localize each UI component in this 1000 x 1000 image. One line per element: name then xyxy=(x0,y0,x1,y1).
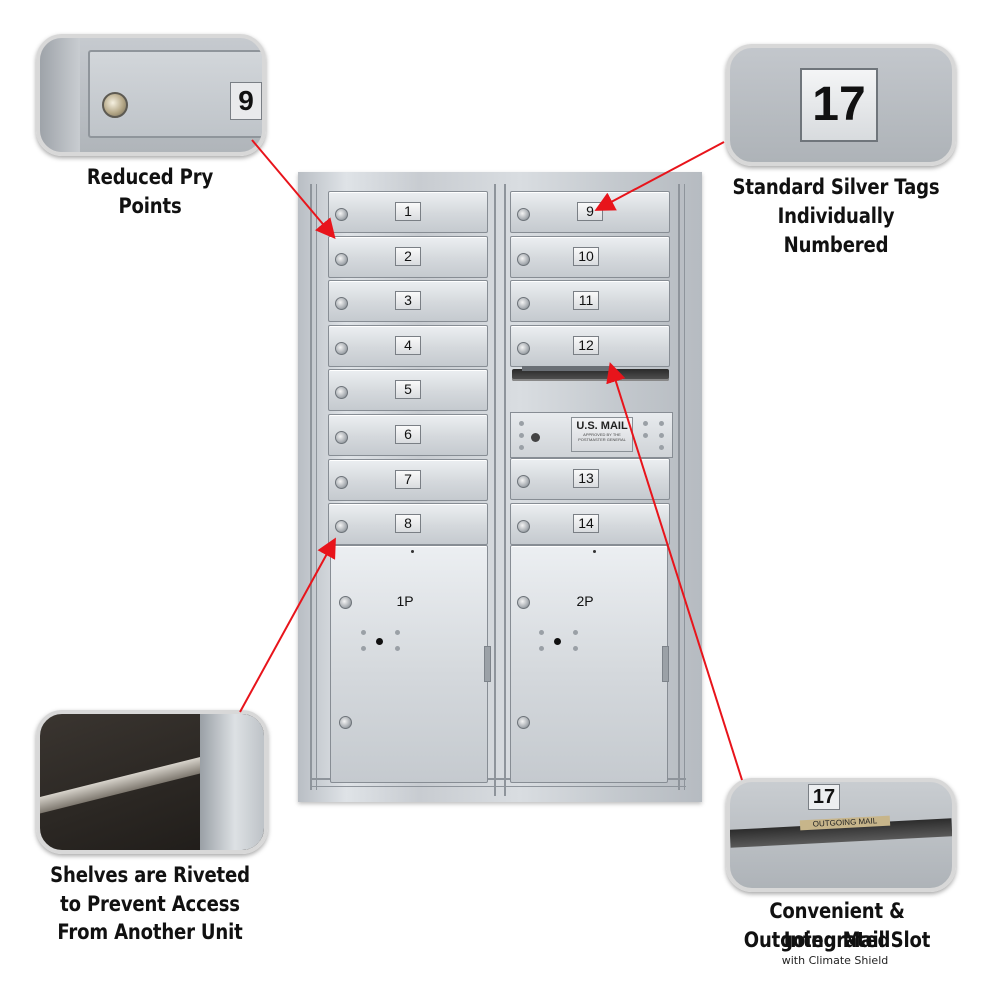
door-lock-icon[interactable] xyxy=(517,252,530,266)
door-number-tag: 6 xyxy=(395,425,421,444)
parcel-hinge-left xyxy=(484,646,491,682)
arrow-silver-tags xyxy=(594,141,725,211)
usmail-plate: U.S. MAIL APPROVED BY THE POSTMASTER GEN… xyxy=(571,417,633,452)
parcel-tag-2p: 2P xyxy=(576,593,594,609)
door-number-tag: 4 xyxy=(395,335,421,355)
door-lock-icon[interactable] xyxy=(335,297,348,311)
mail-door-10[interactable]: 10 xyxy=(510,235,670,278)
door-lock-icon[interactable] xyxy=(335,252,348,266)
closeup-silver-tag: 17 xyxy=(800,68,878,142)
door-number-tag: 11 xyxy=(573,291,599,311)
usmail-sub-line1: APPROVED BY THE xyxy=(583,432,621,437)
parcel-hinge-right xyxy=(662,646,669,682)
mail-door-4[interactable]: 4 xyxy=(328,324,488,367)
mail-door-8[interactable]: 8 xyxy=(328,503,488,546)
parcel-locker-2p[interactable]: 2P xyxy=(510,545,668,783)
arrow-shelves xyxy=(239,537,336,713)
shelves-closeup xyxy=(36,710,268,854)
shelves-caption-line1: Shelves are Riveted xyxy=(50,863,250,887)
pry-points-caption: Reduced Pry Points xyxy=(86,165,214,218)
lock-icon xyxy=(102,92,128,118)
door-lock-icon[interactable] xyxy=(335,431,348,444)
arrow-pry-points xyxy=(251,139,336,240)
parcel-tag-1p: 1P xyxy=(396,593,414,609)
mail-door-2[interactable]: 2 xyxy=(328,235,488,278)
door-number-tag: 5 xyxy=(395,380,421,400)
closeup-number-tag: 9 xyxy=(230,82,262,120)
silver-tags-caption-line1: Standard Silver Tags xyxy=(732,175,940,199)
mail-door-6[interactable]: 6 xyxy=(328,414,488,456)
door-number-tag: 12 xyxy=(573,335,599,355)
arrow-mail-slot xyxy=(606,362,743,781)
door-lock-icon[interactable] xyxy=(517,208,530,221)
shelves-caption-line3: From Another Unit xyxy=(57,920,243,944)
pry-points-closeup: 9 xyxy=(36,34,266,156)
door-lock-icon[interactable] xyxy=(335,475,348,489)
mail-door-11[interactable]: 11 xyxy=(510,280,670,323)
mail-door-7[interactable]: 7 xyxy=(328,458,488,501)
mail-slot-caption-line1: Convenient & Integrated xyxy=(769,899,905,952)
silver-tags-caption-line2: Individually Numbered xyxy=(777,204,895,257)
closeup-wall xyxy=(200,714,264,850)
door-lock-icon[interactable] xyxy=(517,341,530,355)
mail-slot-caption-sub: with Climate Shield xyxy=(781,954,889,967)
usmail-title: U.S. MAIL xyxy=(576,420,628,432)
mail-door-1[interactable]: 1 xyxy=(328,191,488,233)
closeup-door-edge xyxy=(40,38,80,152)
mail-door-14[interactable]: 14 xyxy=(510,502,670,545)
door-lock-icon[interactable] xyxy=(335,386,348,400)
mail-door-3[interactable]: 3 xyxy=(328,280,488,323)
door-lock-icon[interactable] xyxy=(517,475,530,488)
door-number-tag: 13 xyxy=(573,469,599,488)
mail-door-5[interactable]: 5 xyxy=(328,369,488,412)
outgoing-mail-slot[interactable] xyxy=(512,369,669,381)
mail-door-9[interactable]: 9 xyxy=(510,191,670,233)
mail-door-13[interactable]: 13 xyxy=(510,458,670,500)
door-lock-icon[interactable] xyxy=(335,341,348,355)
door-number-tag: 10 xyxy=(573,246,599,266)
door-number-tag: 1 xyxy=(395,202,421,221)
door-lock-icon[interactable] xyxy=(335,520,348,534)
door-number-tag: 2 xyxy=(395,246,421,266)
shelves-caption-line2: to Prevent Access xyxy=(60,892,240,916)
silver-tag-closeup: 17 xyxy=(726,44,956,166)
mail-door-12[interactable]: 12 xyxy=(510,324,670,367)
door-lock-icon[interactable] xyxy=(517,297,530,311)
door-number-tag: 14 xyxy=(573,513,599,533)
usmail-sub-line2: POSTMASTER GENERAL xyxy=(578,437,626,442)
door-lock-icon[interactable] xyxy=(517,519,530,533)
parcel-locker-1p[interactable]: 1P xyxy=(330,545,488,783)
door-number-tag: 7 xyxy=(395,469,421,489)
door-number-tag: 3 xyxy=(395,291,421,311)
door-lock-icon[interactable] xyxy=(335,208,348,221)
closeup-slot-tag: 17 xyxy=(808,784,840,810)
door-number-tag: 8 xyxy=(395,514,421,534)
mail-slot-caption-line2: Outgoing Mail Slot xyxy=(743,928,931,952)
mail-slot-shield xyxy=(522,366,612,371)
mail-slot-closeup: 17 OUTGOING MAIL xyxy=(726,778,956,892)
